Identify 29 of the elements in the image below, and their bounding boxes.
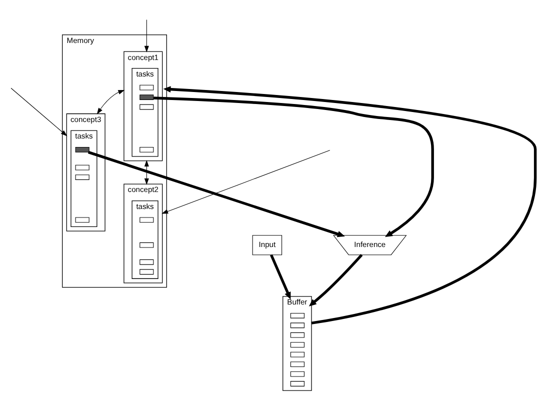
arrow bbox=[144, 159, 149, 184]
node-box bbox=[290, 380, 304, 386]
node-box bbox=[75, 216, 90, 222]
node-box bbox=[140, 258, 154, 264]
node-box bbox=[290, 322, 304, 328]
node-box bbox=[290, 312, 304, 318]
arrow bbox=[144, 18, 149, 52]
node-box bbox=[140, 242, 154, 248]
arrow bbox=[270, 254, 291, 300]
node-box bbox=[140, 84, 154, 90]
arrow bbox=[308, 253, 363, 306]
node-box bbox=[290, 361, 304, 366]
arrow bbox=[154, 96, 434, 237]
arrow bbox=[163, 86, 537, 324]
node-box bbox=[140, 268, 154, 274]
node-box bbox=[140, 94, 154, 100]
arrow bbox=[96, 89, 125, 114]
node-box bbox=[290, 370, 304, 376]
arrow bbox=[162, 149, 330, 214]
node-box bbox=[140, 146, 154, 152]
node-box bbox=[290, 351, 304, 357]
node-box bbox=[75, 174, 90, 180]
node-box bbox=[75, 164, 90, 170]
node-box bbox=[140, 104, 154, 110]
node-box bbox=[290, 332, 304, 338]
node-box bbox=[290, 342, 304, 348]
arrow bbox=[10, 87, 68, 136]
node-box bbox=[75, 146, 90, 152]
node-box bbox=[140, 216, 154, 222]
